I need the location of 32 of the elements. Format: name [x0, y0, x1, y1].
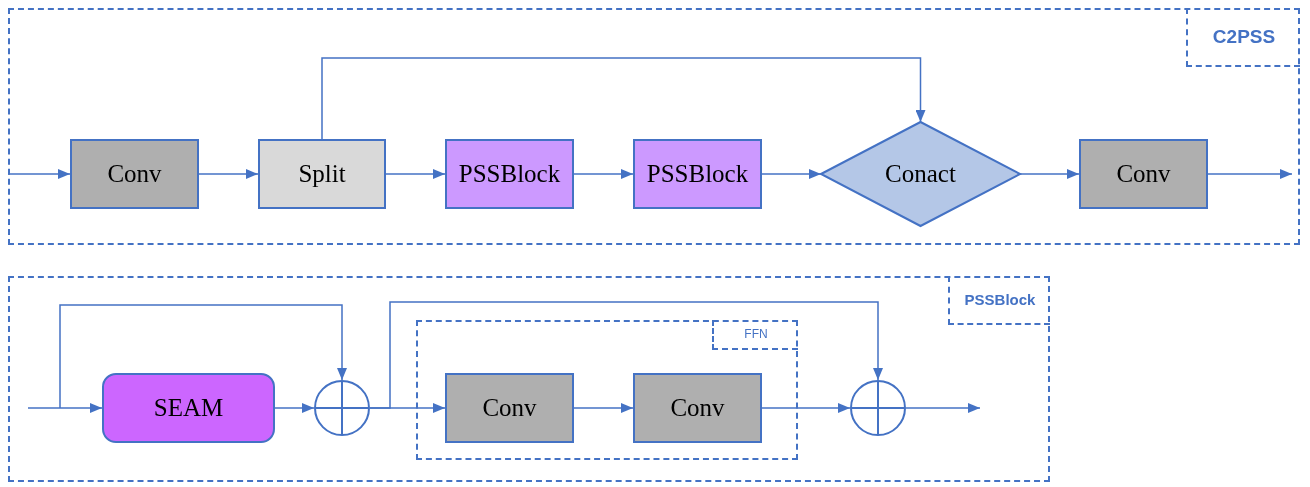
- arrow: [369, 301, 883, 409]
- dashed-group-frame: [416, 320, 798, 460]
- arrow: [573, 403, 634, 413]
- arrow: [761, 403, 851, 413]
- arrow: [274, 403, 315, 413]
- group-title: C2PSS: [1186, 8, 1300, 67]
- arrow: [321, 57, 926, 140]
- dashed-group-frame: [8, 8, 1300, 245]
- dashed-group-frame: [8, 276, 1050, 482]
- arrow: [59, 304, 347, 409]
- process-box: PSSBlock: [633, 139, 762, 209]
- sum-circle: [850, 380, 906, 436]
- process-box: Conv: [445, 373, 574, 443]
- arrow: [761, 169, 822, 179]
- process-box: Split: [258, 139, 386, 209]
- process-box: SEAM: [102, 373, 275, 443]
- arrow: [198, 169, 259, 179]
- arrow: [573, 169, 634, 179]
- decision-diamond: Conact: [821, 122, 1020, 226]
- arrow: [1207, 169, 1293, 179]
- arrow: [905, 403, 981, 413]
- process-box: Conv: [633, 373, 762, 443]
- arrow: [27, 403, 103, 413]
- arrow: [385, 169, 446, 179]
- arrow: [1019, 169, 1080, 179]
- sum-circle: [314, 380, 370, 436]
- group-title: PSSBlock: [948, 276, 1050, 325]
- arrow: [7, 169, 71, 179]
- process-box: Conv: [1079, 139, 1208, 209]
- process-box: PSSBlock: [445, 139, 574, 209]
- process-box: Conv: [70, 139, 199, 209]
- group-title: FFN: [712, 320, 798, 350]
